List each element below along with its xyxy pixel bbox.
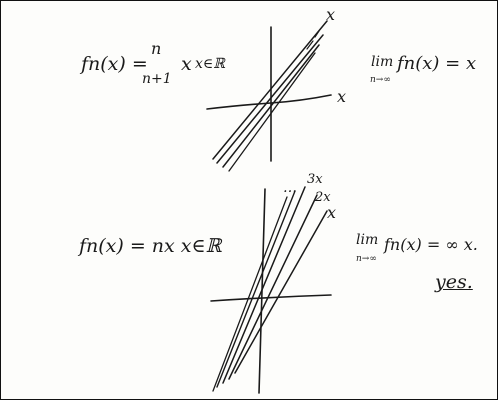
bottom-formula: fn(x) = nx x∈ℝ bbox=[79, 235, 222, 257]
bottom-graph-label-2x: 2x bbox=[315, 190, 331, 205]
top-graph-dashes bbox=[306, 40, 314, 50]
top-graph-dashes-2 bbox=[314, 30, 320, 38]
top-formula-domain: x∈ℝ bbox=[195, 56, 225, 72]
bottom-graph-line-steeper bbox=[216, 190, 296, 388]
bottom-graph-line-3x bbox=[222, 186, 306, 384]
top-limit-op: lim bbox=[371, 54, 394, 70]
bottom-graph-line-x bbox=[234, 210, 328, 374]
top-fraction-denominator: n+1 bbox=[142, 71, 172, 87]
bottom-graph-x-axis bbox=[210, 294, 332, 302]
bottom-graph-label-3x: 3x bbox=[307, 172, 323, 187]
bottom-verdict: yes. bbox=[435, 271, 473, 293]
bottom-graph-line-2x bbox=[228, 194, 318, 380]
top-graph-line-steep bbox=[212, 20, 328, 160]
top-graph-label-steep: x bbox=[326, 5, 336, 24]
top-graph-label-axis: x bbox=[337, 87, 347, 106]
top-limit-expr: fn(x) = x bbox=[397, 53, 477, 74]
top-graph bbox=[206, 20, 332, 172]
bottom-limit-expr: fn(x) = ∞ x. bbox=[384, 235, 478, 254]
bottom-limit-op: lim bbox=[356, 232, 379, 248]
top-formula-rhs: x bbox=[181, 53, 192, 75]
bottom-graph-line-steepest bbox=[212, 196, 288, 392]
top-graph-line-low bbox=[222, 44, 320, 168]
top-fraction-numerator: n bbox=[151, 39, 162, 58]
top-limit-sub: n→∞ bbox=[370, 75, 391, 85]
top-graph-x-axis bbox=[206, 94, 332, 110]
top-formula-lhs: fn(x) = bbox=[81, 53, 148, 75]
bottom-graph-label-dots: … bbox=[283, 180, 297, 196]
top-graph-line-shallow bbox=[228, 52, 316, 172]
bottom-graph-label-x: x bbox=[327, 203, 337, 222]
top-graph-line-mid bbox=[216, 34, 324, 164]
bottom-limit-sub: n→∞ bbox=[356, 254, 377, 264]
bottom-graph bbox=[210, 186, 332, 394]
